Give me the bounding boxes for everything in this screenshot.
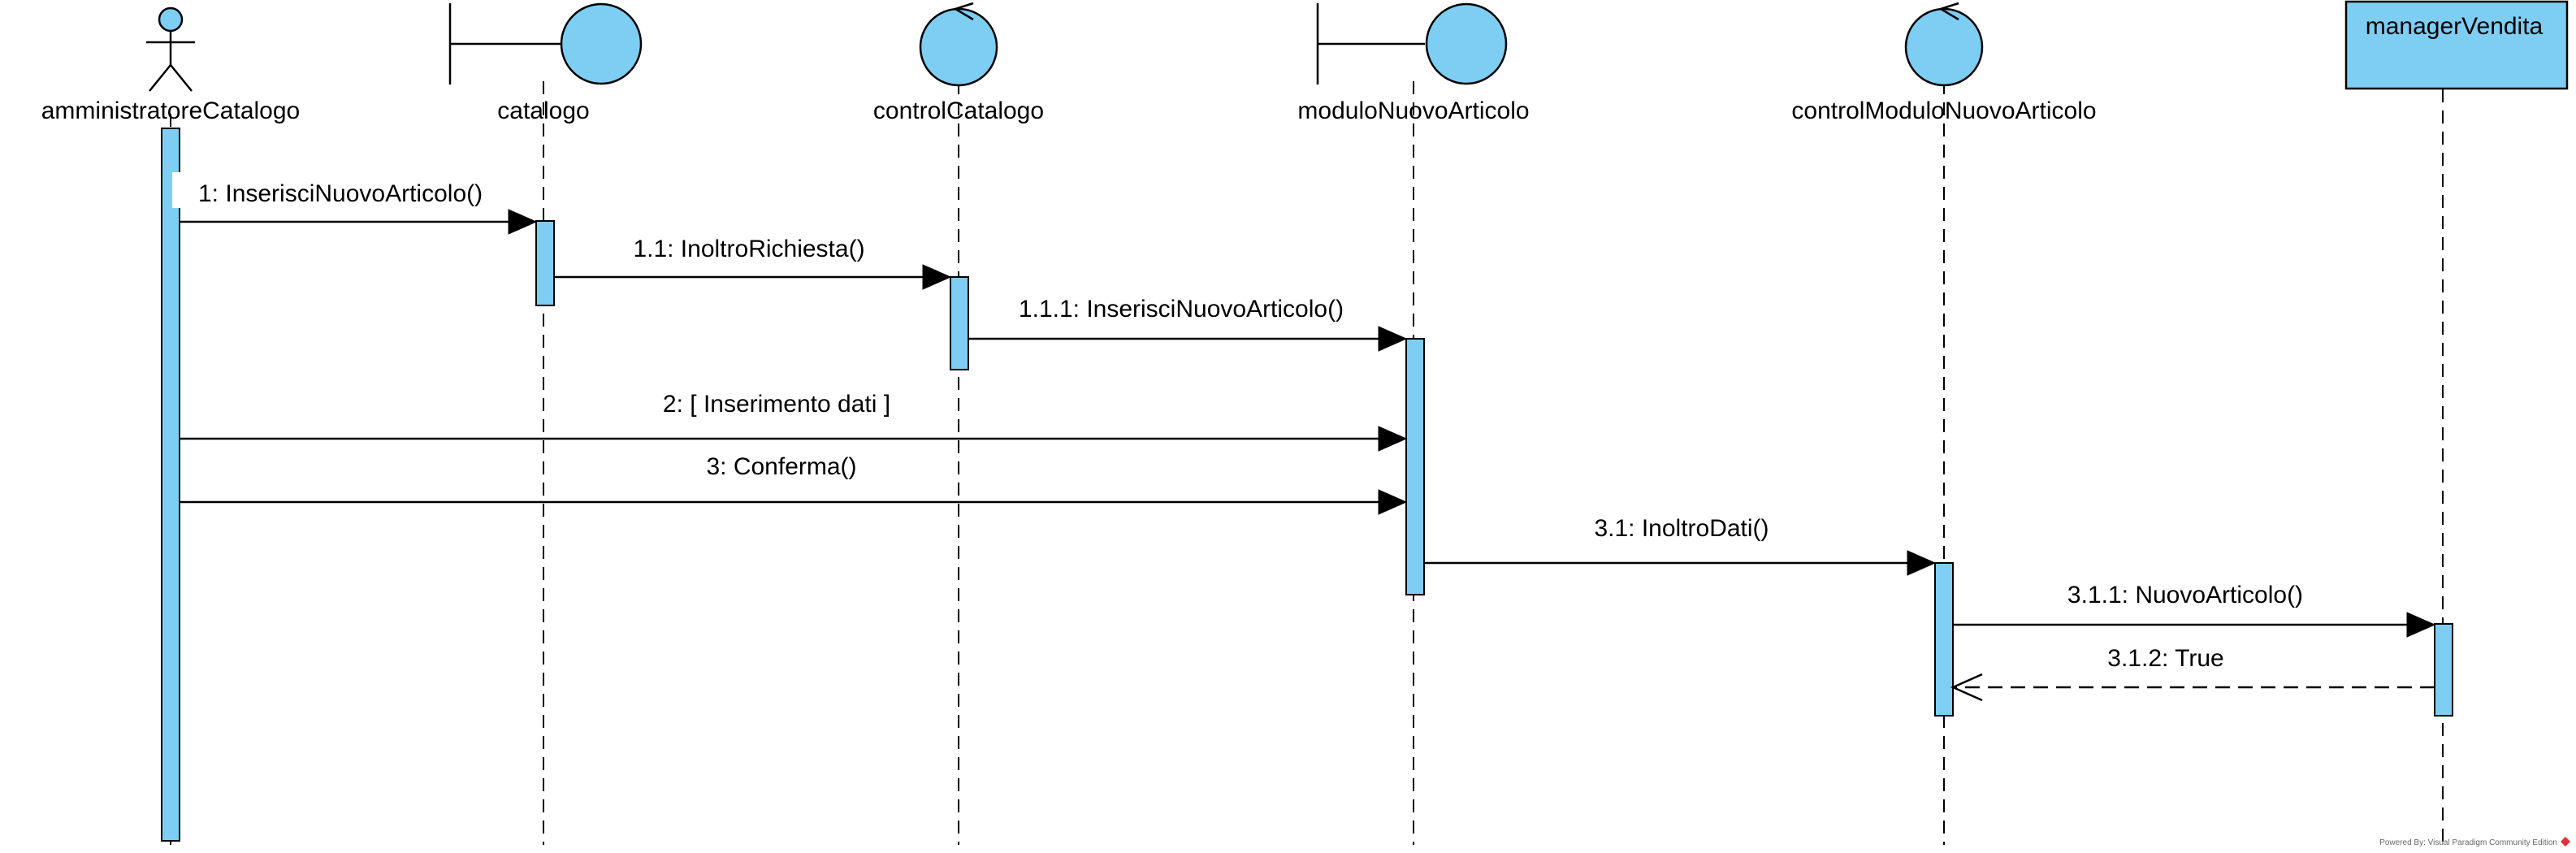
actor-icon	[146, 6, 195, 92]
activation-bar	[535, 220, 555, 306]
lifeline-name: moduloNuovoArticolo	[1297, 97, 1529, 124]
message-label: 3: Conferma()	[706, 453, 856, 480]
boundary-icon	[1316, 2, 1508, 85]
control-icon	[1904, 2, 1984, 87]
message-label: 3.1: InoltroDati()	[1594, 515, 1769, 542]
arrowheads	[508, 209, 2436, 638]
lifeline-box	[2344, 0, 2569, 90]
message-lines	[180, 220, 2435, 689]
arrowhead	[1378, 426, 1408, 452]
arrowhead	[2406, 612, 2436, 638]
boundary-icon	[448, 2, 643, 85]
lifeline-name: managerVendita	[2366, 13, 2544, 40]
label-background	[172, 172, 182, 208]
open-arrowhead	[1950, 673, 1983, 702]
arrowhead	[508, 209, 538, 235]
message-label: 3.1.1: NuovoArticolo()	[2067, 582, 2303, 608]
message-label: 1.1: InoltroRichiesta()	[633, 236, 864, 262]
lifeline-lines	[170, 81, 2444, 845]
message-label: 1: InserisciNuovoArticolo()	[198, 180, 483, 207]
activation-bar	[161, 128, 180, 842]
activation-bar	[2434, 623, 2453, 717]
logo-icon	[2561, 837, 2570, 847]
control-icon	[919, 2, 998, 87]
lifeline-name: catalogo	[497, 97, 589, 124]
activation-bar	[1934, 562, 1954, 717]
arrowhead	[1378, 326, 1408, 352]
activation-bar	[1405, 338, 1425, 595]
activation-bar	[950, 276, 969, 370]
lifeline-name: controlCatalogo	[873, 97, 1044, 124]
message-label: 2: [ Inserimento dati ]	[663, 391, 890, 418]
arrowhead	[1378, 489, 1408, 515]
activation-bars	[161, 128, 2453, 842]
message-label: 1.1.1: InserisciNuovoArticolo()	[1019, 296, 1344, 323]
message-label: 3.1.2: True	[2107, 645, 2223, 672]
watermark-text: Powered By: Visual Paradigm Community Ed…	[2379, 838, 2557, 847]
lifeline-name: amministratoreCatalogo	[41, 97, 300, 124]
arrowhead	[1907, 550, 1937, 576]
arrowhead	[922, 264, 952, 290]
lifeline-name: controlModuloNuovoArticolo	[1791, 97, 2096, 124]
